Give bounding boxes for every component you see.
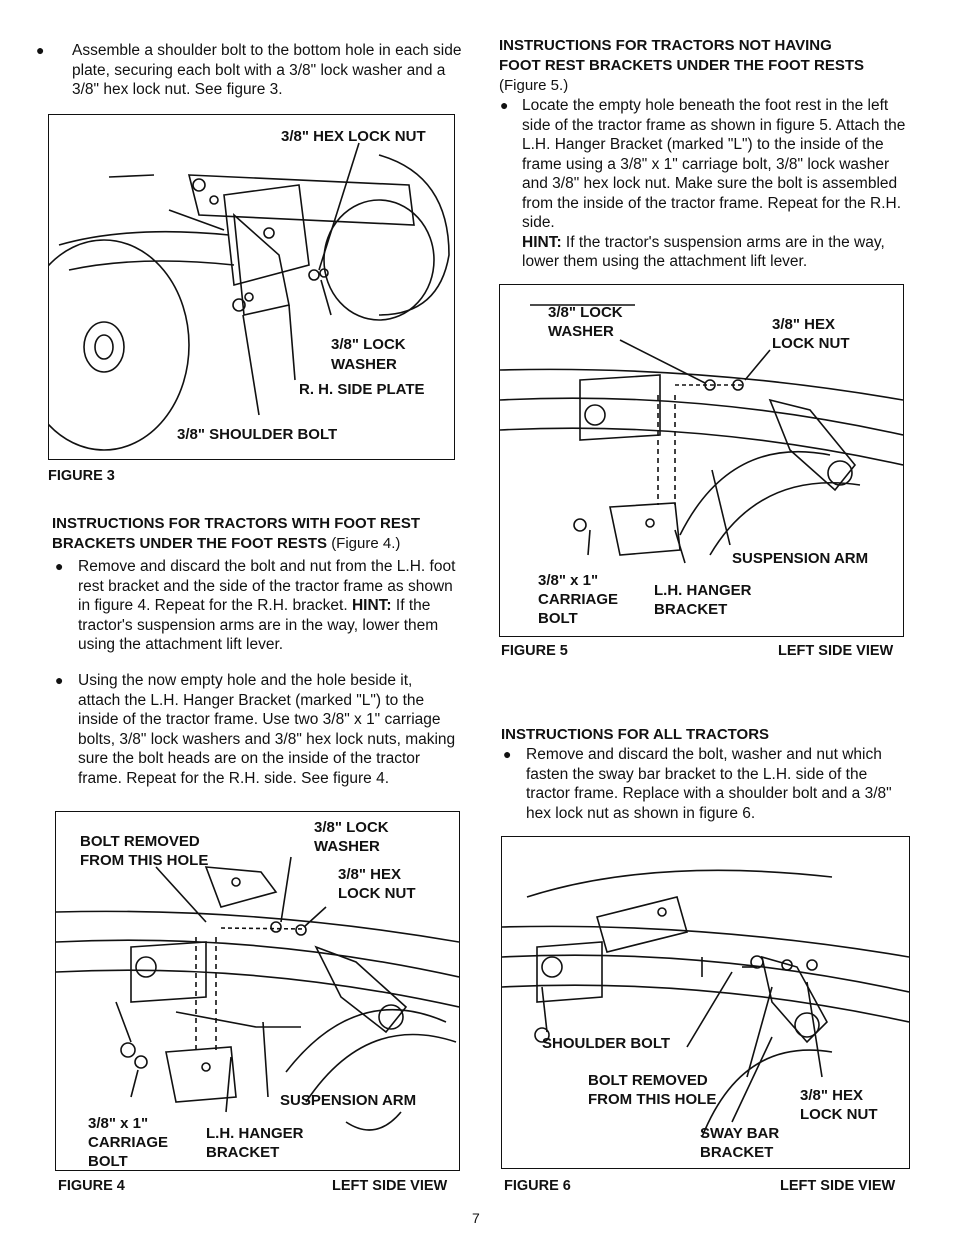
callout-hex-nut-line1: 3/8" HEX: [800, 1087, 863, 1104]
heading-figure-ref: (Figure 4.): [331, 535, 401, 552]
page-number: 7: [472, 1210, 480, 1226]
callout-hex-nut-line2: LOCK NUT: [772, 335, 850, 352]
bullet-dot: ●: [500, 97, 509, 113]
callout-shoulder-bolt: SHOULDER BOLT: [542, 1035, 671, 1052]
hint-text: If the tractor's suspension arms are in …: [78, 597, 439, 653]
callout-hex-nut-line2: LOCK NUT: [338, 885, 416, 902]
bullet-dot: ●: [55, 558, 64, 574]
section-with-heading: INSTRUCTIONS FOR TRACTORS WITH FOOT REST…: [52, 514, 462, 554]
callout-lock-washer-line2: WASHER: [331, 356, 397, 373]
not-step-1-text: Locate the empty hole beneath the foot r…: [522, 97, 906, 231]
callout-carriage-line1: 3/8" x 1": [538, 572, 599, 589]
callout-lock-washer-line1: 3/8" LOCK: [331, 336, 406, 353]
bullet-dot: ●: [503, 746, 512, 762]
callout-hanger-line1: L.H. HANGER: [654, 582, 752, 599]
callout-sway-bar-line1: SWAY BAR: [700, 1125, 780, 1142]
figure-3-illustration: 3/8" HEX LOCK NUT 3/8" LOCK WASHER R. H.…: [48, 114, 455, 460]
figure-6-illustration: SHOULDER BOLT BOLT REMOVED FROM THIS HOL…: [501, 836, 910, 1169]
callout-hex-lock-nut: 3/8" HEX LOCK NUT: [281, 128, 426, 145]
callout-hanger-line1: L.H. HANGER: [206, 1125, 304, 1142]
intro-instruction: Assemble a shoulder bolt to the bottom h…: [72, 42, 462, 98]
figure-5-view-label: LEFT SIDE VIEW: [778, 643, 894, 659]
callout-hanger-line2: BRACKET: [654, 601, 728, 618]
figure-5-caption: FIGURE 5: [501, 643, 568, 659]
callout-lock-washer-line1: 3/8" LOCK: [314, 819, 389, 836]
callout-carriage-line3: BOLT: [88, 1153, 128, 1170]
with-step-1-text: Remove and discard the bolt and nut from…: [78, 558, 456, 614]
hint-label: HINT:: [351, 597, 392, 614]
heading-line-2: BRACKETS UNDER THE FOOT RESTS: [52, 535, 328, 552]
heading-line-2: FOOT REST BRACKETS UNDER THE FOOT RESTS: [499, 57, 865, 74]
callout-bolt-removed-line2: FROM THIS HOLE: [80, 852, 209, 869]
callout-bolt-removed-line1: BOLT REMOVED: [80, 833, 200, 850]
hint-label: HINT:: [522, 233, 562, 251]
hint-text: If the tractor's suspension arms are in …: [522, 233, 885, 271]
callout-lock-washer-line2: WASHER: [314, 838, 380, 855]
figure-4-illustration: BOLT REMOVED FROM THIS HOLE 3/8" LOCK WA…: [55, 811, 460, 1171]
callout-suspension-arm: SUSPENSION ARM: [280, 1092, 417, 1109]
heading-line-1: INSTRUCTIONS FOR TRACTORS WITH FOOT REST: [52, 515, 421, 532]
with-step-1: Remove and discard the bolt and nut from…: [78, 557, 458, 655]
callout-shoulder-bolt: 3/8" SHOULDER BOLT: [177, 426, 338, 443]
all-step-1: Remove and discard the bolt, washer and …: [526, 746, 892, 822]
callout-hex-nut-line1: 3/8" HEX: [772, 316, 835, 333]
callout-carriage-line3: BOLT: [538, 610, 578, 627]
callout-carriage-line1: 3/8" x 1": [88, 1115, 149, 1132]
figure-6-caption: FIGURE 6: [504, 1178, 571, 1194]
not-step-1: Locate the empty hole beneath the foot r…: [522, 96, 908, 272]
callout-hanger-line2: BRACKET: [206, 1144, 280, 1161]
with-step-2: Using the now empty hole and the hole be…: [78, 672, 456, 787]
callout-lock-washer-line1: 3/8" LOCK: [548, 304, 623, 321]
heading-line-1: INSTRUCTIONS FOR TRACTORS NOT HAVING: [499, 37, 832, 54]
bullet-dot: ●: [36, 42, 45, 58]
callout-hex-nut-line1: 3/8" HEX: [338, 866, 401, 883]
callout-lock-washer-line2: WASHER: [548, 323, 614, 340]
figure-3-caption: FIGURE 3: [48, 468, 115, 484]
callout-bolt-removed-line1: BOLT REMOVED: [588, 1072, 708, 1089]
callout-hex-nut-line2: LOCK NUT: [800, 1106, 878, 1123]
section-not-heading: INSTRUCTIONS FOR TRACTORS NOT HAVING FOO…: [499, 36, 919, 96]
heading-figure-ref: (Figure 5.): [499, 77, 569, 94]
figure-6-view-label: LEFT SIDE VIEW: [780, 1178, 896, 1194]
callout-sway-bar-line2: BRACKET: [700, 1144, 774, 1161]
figure-5-illustration: 3/8" LOCK WASHER 3/8" HEX LOCK NUT SUSPE…: [499, 284, 904, 637]
section-all-heading: INSTRUCTIONS FOR ALL TRACTORS: [501, 726, 770, 743]
callout-bolt-removed-line2: FROM THIS HOLE: [588, 1091, 717, 1108]
callout-carriage-line2: CARRIAGE: [538, 591, 619, 608]
figure-4-view-label: LEFT SIDE VIEW: [332, 1178, 448, 1194]
figure-4-caption: FIGURE 4: [58, 1178, 125, 1194]
callout-carriage-line2: CARRIAGE: [88, 1134, 169, 1151]
callout-side-plate: R. H. SIDE PLATE: [299, 381, 425, 398]
bullet-dot: ●: [55, 672, 64, 688]
callout-suspension-arm: SUSPENSION ARM: [732, 550, 869, 567]
